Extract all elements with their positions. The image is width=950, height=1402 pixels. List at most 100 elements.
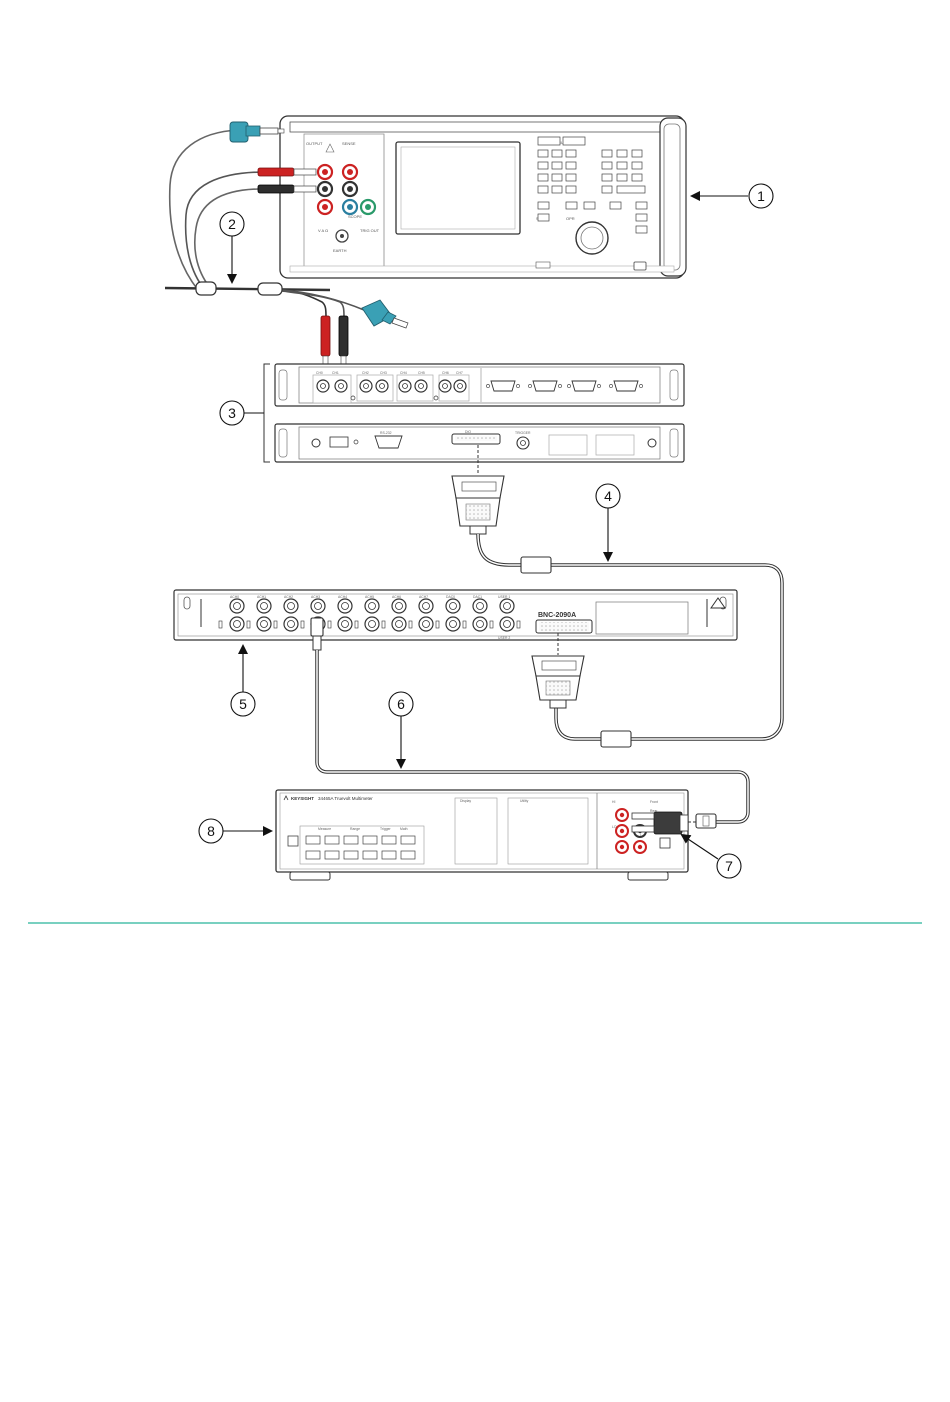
- bnc-connector-block: BNC-2090A ACH0 ACH1 ACH2 ACH3 ACH4 ACH5 …: [173, 589, 738, 641]
- bnc-panel-label: USER 2: [498, 636, 510, 640]
- cable-splitter: [195, 281, 283, 296]
- callout-3-label: 3: [228, 405, 236, 421]
- calibrator-key: [616, 161, 628, 170]
- bnc-switch: [462, 620, 467, 629]
- bnc-jack-inner: [395, 602, 403, 610]
- adapter-panel-label: CH1: [332, 371, 339, 375]
- dmm-key: [305, 835, 321, 845]
- dmm-panel-label: Rear: [650, 809, 658, 813]
- calibrator-key: [537, 185, 549, 194]
- calibrator-key: [631, 149, 643, 158]
- callout-4-label: 4: [604, 488, 612, 504]
- calibrator-key: [537, 173, 549, 182]
- callout-4: 4: [595, 483, 621, 562]
- calibrator-panel-label: TRIG OUT: [360, 228, 380, 233]
- callout-5: 5: [230, 644, 256, 717]
- calibrator-key: [635, 213, 648, 222]
- adapter-jack-center: [338, 383, 344, 389]
- dmm-key: [343, 835, 359, 845]
- dsub-cable-connector-bottom: [531, 655, 585, 709]
- dmm-key: [324, 835, 340, 845]
- bnc-panel-label: ACH1: [257, 595, 266, 599]
- bnc-jack-inner: [314, 602, 322, 610]
- adapter-jack-center: [418, 383, 424, 389]
- calibrator-key: [537, 201, 550, 210]
- calibrator-key: [601, 185, 613, 194]
- calibrator-key: [551, 161, 563, 170]
- adapter-dsub-port: [571, 380, 597, 392]
- adapter-dsub-screw: [597, 384, 601, 388]
- bnc-jack-inner: [395, 620, 403, 628]
- adapter-panel-label: DIO: [465, 430, 471, 434]
- calibrator-key: [562, 136, 586, 146]
- dmm-terminal-center: [637, 844, 643, 850]
- bnc-panel-label: ACH5: [365, 595, 374, 599]
- callout-8: 8: [198, 818, 273, 844]
- bnc-jack-inner: [368, 602, 376, 610]
- bnc-panel-label: DAC1: [473, 595, 482, 599]
- calibrator-key: [609, 201, 622, 210]
- calibrator-key: [565, 149, 577, 158]
- dmm-key: [324, 850, 340, 860]
- dmm-panel-label: HI: [612, 800, 615, 804]
- calibrator-panel-label: OUTPUT: [306, 141, 323, 146]
- bnc-switch: [273, 620, 278, 629]
- calibrator-key: [616, 149, 628, 158]
- dsub-cable-connector-top: [451, 475, 505, 535]
- calibrator-key: [635, 225, 648, 234]
- bnc-jack-inner: [287, 602, 295, 610]
- calibrator-panel-label: SCOPE: [348, 214, 362, 219]
- callout-5-label: 5: [239, 696, 247, 712]
- adapter-dsub-port: [532, 380, 558, 392]
- calibrator-key: [551, 173, 563, 182]
- bnc-switch: [300, 620, 305, 629]
- dmm-model: 34465A Truevolt Multimeter: [318, 796, 373, 801]
- adapter-panel-label: CH5: [418, 371, 425, 375]
- bnc-switch: [327, 620, 332, 629]
- dmm-key: [381, 850, 397, 860]
- bnc-jack-inner: [233, 620, 241, 628]
- bnc-switch: [246, 620, 251, 629]
- dmm-terminal-center: [619, 828, 625, 834]
- bnc-jack-inner: [449, 620, 457, 628]
- dmm-panel-label: Math: [400, 827, 408, 831]
- adapter-dsub-screw: [609, 384, 613, 388]
- calibrator-key: [631, 173, 643, 182]
- bnc-switch: [381, 620, 386, 629]
- adapter-lower-module: [274, 423, 685, 463]
- test-lead-cables: [164, 129, 365, 319]
- calibrator-key: [537, 149, 549, 158]
- adapter-panel-label: CH3: [380, 371, 387, 375]
- dmm-panel-label: LO: [612, 825, 617, 829]
- calibrator-jacks: [316, 143, 377, 243]
- dmm-panel-label: I: [640, 833, 641, 837]
- bnc-panel-label: ACH2: [284, 595, 293, 599]
- bnc-jack-inner: [260, 620, 268, 628]
- calibrator-panel-label: SENSE: [342, 141, 356, 146]
- ferrite-bead-upper: [520, 556, 552, 574]
- bnc-jack-inner: [422, 620, 430, 628]
- bnc-jack-inner: [422, 602, 430, 610]
- dmm-panel-label: Display: [460, 799, 471, 803]
- dmm-brand: KEYSIGHT: [291, 796, 314, 801]
- calibrator-key: [601, 149, 613, 158]
- calibrator-key: [537, 213, 550, 222]
- bnc-cable-plug: [310, 617, 324, 651]
- calibrator-panel-label: OPR: [566, 216, 575, 221]
- dmm-key: [362, 835, 378, 845]
- calibrator-key: [616, 173, 628, 182]
- adapter-dsub-port: [613, 380, 639, 392]
- calibrator-key: [635, 201, 648, 210]
- calibrator-key: [583, 201, 596, 210]
- bnc-panel-label: ACH3: [311, 595, 320, 599]
- bnc-jack-inner: [503, 620, 511, 628]
- adapter-panel-label: CH2: [362, 371, 369, 375]
- dmm-key: [400, 850, 416, 860]
- adapter-dsub-port: [490, 380, 516, 392]
- adapter-panel-text: CH0 CH1 CH2 CH3 CH4 CH5 CH6 CH7 DIO RS-2…: [316, 371, 531, 435]
- bnc-switch: [435, 620, 440, 629]
- callout-1: 1: [690, 183, 774, 209]
- adapter-jack-center: [402, 383, 408, 389]
- bnc-jack-inner: [476, 620, 484, 628]
- calibrator-keypad: [537, 136, 648, 234]
